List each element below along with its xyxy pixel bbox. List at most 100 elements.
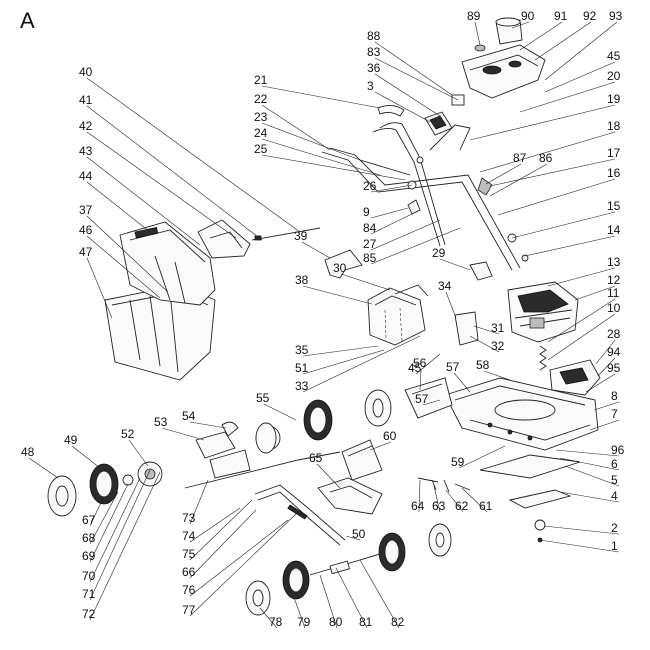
leader-line-69 — [89, 483, 129, 563]
leader-line-4 — [559, 491, 620, 503]
callout-70: 70 — [82, 569, 96, 583]
callout-31: 31 — [491, 321, 505, 335]
callout-20: 20 — [607, 69, 621, 83]
leader-line-43 — [86, 156, 201, 246]
callout-65: 65 — [309, 451, 323, 465]
leader-line-77 — [189, 509, 301, 617]
leader-line-47 — [86, 257, 113, 319]
callout-28: 28 — [607, 327, 621, 341]
callout-5: 5 — [611, 473, 618, 487]
leader-line-23 — [261, 122, 361, 161]
callout-45: 45 — [607, 49, 621, 63]
callout-61: 61 — [479, 499, 493, 513]
wheel-front-left-hubcap — [47, 475, 77, 517]
callout-69: 69 — [82, 549, 96, 563]
callout-60: 60 — [383, 429, 397, 443]
leader-line-75 — [189, 499, 253, 561]
leader-line-94 — [597, 357, 616, 377]
leader-line-89 — [474, 21, 481, 46]
callout-33: 33 — [295, 379, 309, 393]
callout-1: 1 — [611, 539, 618, 553]
callout-57: 57 — [415, 392, 429, 406]
callout-52: 52 — [121, 427, 135, 441]
leader-line-80 — [319, 574, 338, 629]
leader-line-53 — [161, 427, 205, 441]
lower-handle-inner — [257, 491, 341, 546]
callout-95: 95 — [607, 361, 621, 375]
callout-8: 8 — [611, 389, 618, 403]
leader-line-8 — [593, 401, 620, 411]
leader-line-24 — [261, 138, 381, 176]
callout-85: 85 — [363, 251, 377, 265]
leader-line-44 — [86, 181, 151, 233]
handle-bolt — [416, 156, 424, 164]
leader-line-49 — [71, 445, 101, 469]
leader-line-88 — [374, 41, 453, 96]
leader-line-63 — [433, 485, 441, 513]
rear-flap — [367, 284, 429, 346]
leader-line-17 — [489, 158, 616, 187]
callout-10: 10 — [607, 301, 621, 315]
fuel-cap — [495, 17, 523, 45]
leader-line-79 — [291, 591, 306, 629]
leader-line-2 — [543, 525, 620, 535]
callout-74: 74 — [182, 529, 196, 543]
leader-line-9 — [370, 207, 409, 219]
callout-73: 73 — [182, 511, 196, 525]
leader-line-85 — [370, 227, 461, 265]
leader-line-52 — [128, 439, 149, 467]
leader-line-91 — [519, 21, 563, 51]
callout-64: 64 — [411, 499, 425, 513]
flap-rod — [251, 227, 321, 241]
callout-58: 58 — [476, 358, 490, 372]
leader-line-84 — [370, 209, 421, 235]
leader-line-33 — [302, 335, 421, 393]
callout-51: 51 — [295, 361, 309, 375]
callout-45: 45 — [408, 361, 422, 375]
callout-56: 56 — [413, 356, 427, 370]
callout-6: 6 — [611, 457, 618, 471]
wheel-rear-left-tyre — [282, 560, 310, 600]
callout-30: 30 — [333, 261, 347, 275]
diagram-title: A — [20, 8, 35, 33]
cable-clip — [477, 177, 493, 196]
callout-39: 39 — [294, 229, 308, 243]
callout-23: 23 — [254, 110, 268, 124]
callout-36: 36 — [367, 61, 381, 75]
leader-line-74 — [189, 507, 241, 543]
callout-4: 4 — [611, 489, 618, 503]
leader-line-51 — [302, 349, 385, 375]
leader-line-61 — [461, 487, 488, 513]
callout-54: 54 — [182, 409, 196, 423]
callout-78: 78 — [269, 615, 283, 629]
leader-line-59 — [458, 445, 506, 469]
callout-9: 9 — [363, 205, 370, 219]
leader-line-81 — [335, 567, 368, 629]
leader-line-41 — [86, 105, 263, 241]
leader-line-78 — [259, 607, 278, 629]
callout-59: 59 — [451, 455, 465, 469]
hinge-bracket — [454, 311, 479, 346]
callout-42: 42 — [79, 119, 93, 133]
mulch-plug — [404, 377, 453, 419]
leader-line-76 — [189, 519, 289, 597]
callout-11: 11 — [607, 286, 620, 300]
leader-line-35 — [302, 345, 379, 357]
wheel-rear-right-tyre — [378, 532, 406, 572]
wheel-rear-left — [245, 580, 271, 616]
callout-66: 66 — [182, 565, 196, 579]
callout-91: 91 — [554, 9, 568, 23]
callout-13: 13 — [607, 255, 621, 269]
leader-line-22 — [261, 104, 331, 151]
leader-line-28 — [595, 339, 616, 365]
drive-axle — [184, 451, 341, 489]
leader-line-92 — [534, 21, 592, 61]
lever-bracket — [407, 199, 421, 215]
leader-lines — [28, 21, 620, 629]
callout-90: 90 — [521, 9, 535, 23]
rear-bracket — [324, 249, 363, 279]
callout-15: 15 — [607, 199, 621, 213]
callout-7: 7 — [611, 407, 618, 421]
callout-27: 27 — [363, 237, 377, 251]
callout-12: 12 — [607, 273, 621, 287]
